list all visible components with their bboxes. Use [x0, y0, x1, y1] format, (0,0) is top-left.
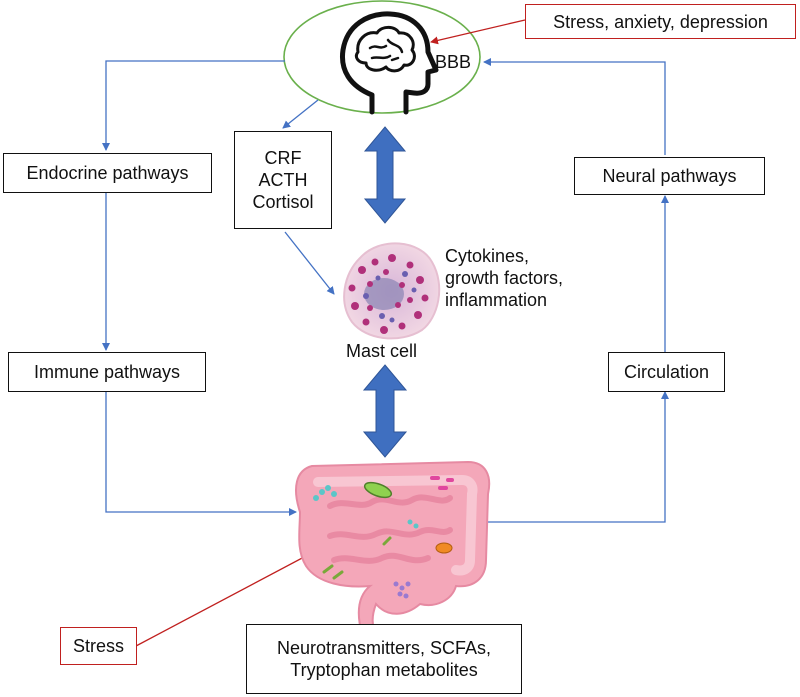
- mast-cell-products-label: Cytokines, growth factors, inflammation: [445, 245, 563, 311]
- mast-cell-label: Mast cell: [346, 341, 418, 361]
- circulation-box: Circulation: [608, 352, 725, 392]
- brain-head-icon: [339, 11, 439, 115]
- gut-products-line-2: Tryptophan metabolites: [290, 660, 478, 680]
- stress-anxiety-depression-box: Stress, anxiety, depression: [525, 4, 796, 39]
- arrow-gut-to-circulation: [480, 391, 669, 523]
- mast-cell-illustration: [343, 242, 441, 340]
- immune-pathways-box: Immune pathways: [8, 352, 206, 392]
- hormone-cortisol: Cortisol: [252, 192, 314, 212]
- intestine-illustration: [295, 460, 491, 645]
- product-cytokines: Cytokines,: [445, 246, 530, 266]
- hormone-acth: ACTH: [258, 170, 308, 190]
- arrow-brain-to-hormones: [282, 99, 319, 129]
- endocrine-pathways-box: Endocrine pathways: [3, 153, 212, 193]
- stress-box: Stress: [60, 627, 137, 665]
- brain-bbb-label: BBB: [435, 52, 472, 72]
- double-arrow-brain-mast: [363, 126, 407, 224]
- arrow-neural-to-brain: [483, 58, 666, 155]
- gut-products-line-1: Neurotransmitters, SCFAs,: [276, 638, 492, 658]
- product-growth-factors: growth factors,: [445, 268, 564, 288]
- arrow-immune-to-gut: [105, 392, 297, 516]
- neural-pathways-box: Neural pathways: [574, 157, 765, 195]
- gut-products-box: Neurotransmitters, SCFAs, Tryptophan met…: [246, 624, 522, 694]
- arrow-stress-to-brain: [430, 19, 526, 45]
- product-inflammation: inflammation: [445, 290, 548, 310]
- arrow-brain-to-endocrine: [102, 60, 285, 151]
- hormone-crf: CRF: [264, 148, 302, 168]
- hormones-box: CRF ACTH Cortisol: [234, 131, 332, 229]
- arrow-hormones-to-mast-cell: [284, 231, 335, 295]
- double-arrow-mast-gut: [362, 364, 408, 458]
